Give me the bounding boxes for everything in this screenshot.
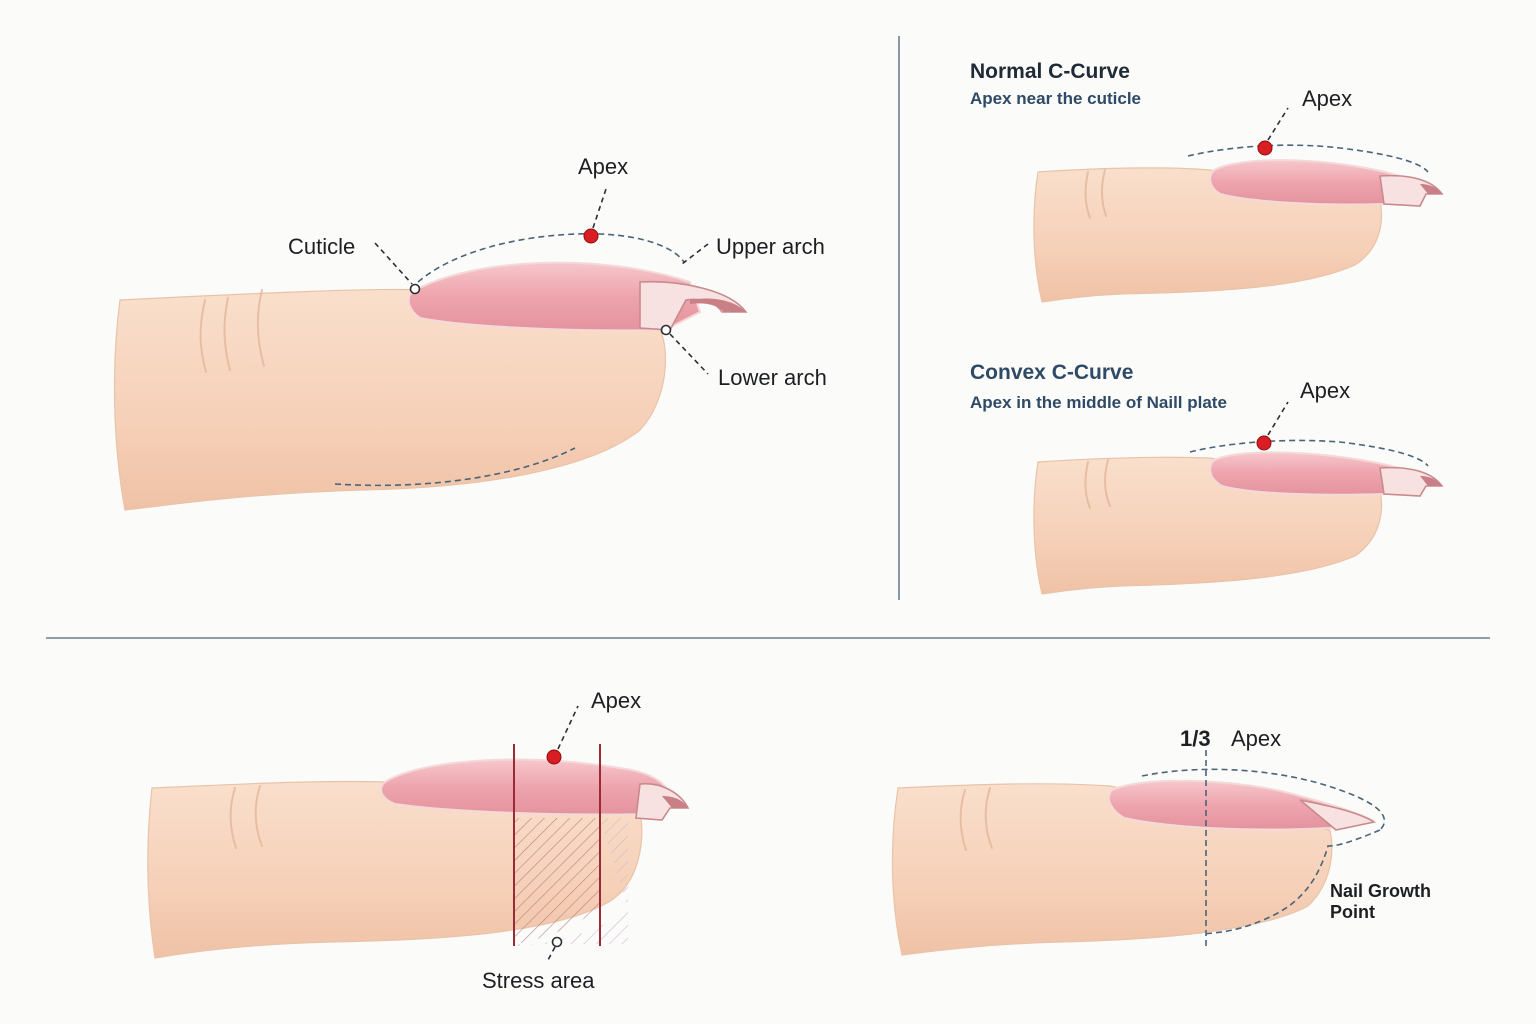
main-apex-label: Apex (578, 154, 628, 179)
growth-lower-curve (1203, 829, 1381, 935)
stress-free-edge (635, 783, 690, 821)
stress-hatch-area (514, 818, 600, 944)
cuticle-marker (409, 283, 421, 295)
stress-hatch-outside (514, 818, 628, 946)
convex-apex-dot (1256, 435, 1272, 451)
apex-leader (592, 185, 608, 229)
upper-arch-curve (417, 233, 685, 283)
upper-arch-label: Upper arch (716, 234, 825, 259)
growth-point-label-line1: Nail Growth (1330, 881, 1431, 901)
convex-crease-1 (1084, 461, 1091, 509)
normal-crease-1 (1084, 171, 1091, 219)
main-finger (113, 288, 667, 511)
lower-arch-curve (334, 447, 576, 487)
normal-crease-2 (1101, 169, 1107, 217)
cuticle-leader (374, 242, 413, 285)
main-apex-dot (583, 228, 599, 244)
main-crease-3 (256, 289, 265, 367)
stress-free-edge-inner (662, 796, 688, 808)
convex-arch-curve (1189, 439, 1429, 467)
convex-apex-label: Apex (1300, 378, 1350, 403)
normal-apex-leader (1267, 107, 1289, 141)
upper-arch-leader (681, 243, 709, 265)
convex-free-edge (1379, 466, 1444, 497)
growth-crease-1 (959, 789, 967, 851)
stress-area-marker (551, 936, 563, 948)
growth-free-edge (1299, 799, 1377, 831)
fraction-label: 1/3 (1180, 726, 1211, 751)
growth-upper-curve (1141, 768, 1386, 831)
normal-title: Normal C-Curve (970, 60, 1130, 83)
normal-arch-curve (1187, 144, 1429, 173)
normal-free-edge (1379, 174, 1444, 207)
stress-apex-label: Apex (591, 688, 641, 713)
growth-crease-2 (984, 787, 993, 849)
main-finger-illustration (113, 185, 748, 511)
convex-crease-2 (1104, 459, 1111, 507)
normal-subtitle: Apex near the cuticle (970, 89, 1141, 108)
lower-arch-label: Lower arch (718, 365, 827, 390)
lower-arch-leader (669, 333, 709, 375)
growth-finger-illustration (891, 750, 1386, 956)
stress-nail-plate (380, 758, 674, 816)
growth-point-label-line2: Point (1330, 902, 1375, 922)
main-nail-plate (407, 261, 702, 332)
stress-apex-leader (557, 705, 579, 750)
normal-apex-label: Apex (1302, 86, 1352, 111)
convex-free-edge-inner (1420, 476, 1442, 486)
main-crease-1 (199, 299, 207, 373)
convex-subtitle: Apex in the middle of Naill plate (970, 393, 1227, 412)
normal-free-edge-inner (1420, 184, 1442, 194)
convex-finger-illustration (1033, 401, 1444, 595)
stress-crease-1 (229, 787, 237, 849)
normal-finger-illustration (1033, 107, 1444, 303)
main-free-edge-inner (690, 298, 746, 312)
main-crease-2 (223, 297, 231, 371)
convex-nail-plate (1209, 451, 1423, 496)
stress-apex-dot (546, 749, 562, 765)
convex-title: Convex C-Curve (970, 361, 1133, 384)
normal-apex-dot (1257, 140, 1273, 156)
stress-crease-2 (254, 785, 263, 847)
stress-finger-illustration (147, 705, 690, 961)
stress-area-leader (547, 946, 556, 961)
stress-area-label: Stress area (482, 968, 595, 993)
normal-nail-plate (1209, 159, 1423, 206)
cuticle-label: Cuticle (288, 234, 355, 259)
convex-apex-leader (1267, 401, 1289, 436)
growth-apex-label: Apex (1231, 726, 1281, 751)
lower-arch-marker (660, 324, 672, 336)
